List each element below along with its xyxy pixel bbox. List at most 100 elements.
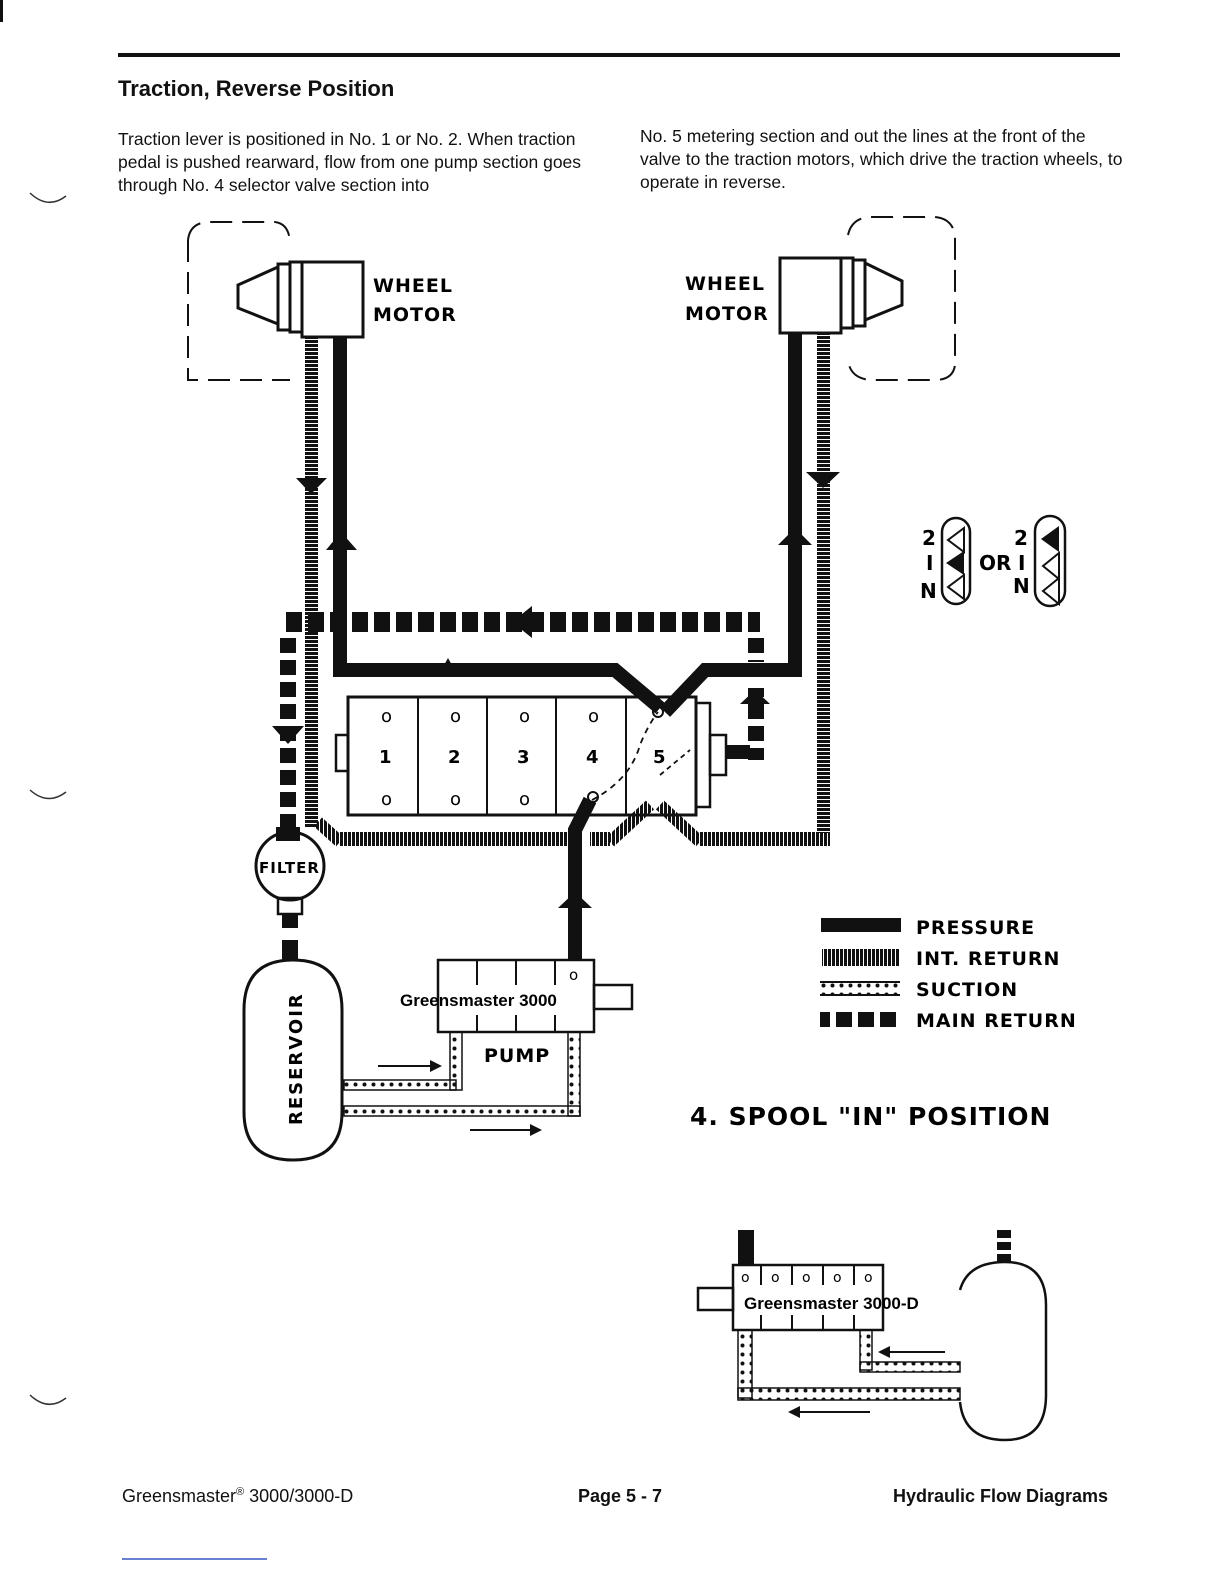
- right-motor-label-2: MOTOR: [685, 303, 769, 325]
- main-return-right-up: [748, 688, 764, 760]
- suction-arrow-2-head: [530, 1124, 542, 1136]
- right-wheel-motor: [778, 256, 904, 335]
- legend-swatch-suction: [820, 980, 900, 994]
- pump-label: PUMP: [484, 1045, 550, 1067]
- pump-pressure-line: [568, 796, 597, 965]
- filter: [254, 827, 326, 960]
- footer-left: Greensmaster® 3000/3000-D: [122, 1486, 353, 1507]
- header-rule: [118, 53, 1120, 57]
- edge-mark: [0, 0, 3, 22]
- valve-top-mark-1: o: [381, 706, 392, 727]
- left-wheel-outline-top: [187, 221, 291, 246]
- arrow-up-pump-pressure: [558, 892, 592, 908]
- left-wheel-outline: [187, 240, 290, 381]
- inset-mark-2: o: [771, 1270, 780, 1286]
- valve-section-2: 2: [448, 747, 461, 768]
- right-wheel-outline: [847, 216, 956, 381]
- int-return-bottom-mid: [590, 832, 610, 846]
- control-valve: [334, 695, 728, 817]
- left-pressure-line: [333, 337, 665, 714]
- internal-flow-path-2: [659, 749, 691, 776]
- legend-swatch-int-return: [822, 949, 900, 966]
- footer-page-number: Page 5 - 7: [578, 1486, 663, 1506]
- arrow-left-main-return: [512, 606, 532, 638]
- lever-position-right: [1033, 514, 1067, 608]
- valve-port-out: [652, 706, 664, 718]
- right-int-return-line: [817, 333, 830, 833]
- pump-port-mark: o: [569, 966, 578, 984]
- page-title: Traction, Reverse Position: [118, 76, 395, 101]
- valve-bottom-mark-3: o: [519, 789, 530, 810]
- left-int-return-line: [305, 337, 318, 827]
- left-motor-label-2: MOTOR: [373, 304, 457, 326]
- inset-brand-label: Greensmaster 3000-D: [744, 1294, 919, 1313]
- lever-right-top: 2: [1014, 526, 1028, 550]
- inset-mark-1: o: [741, 1270, 750, 1286]
- footer-brand: Greensmaster: [122, 1486, 237, 1506]
- left-wheel-motor: [236, 260, 365, 339]
- suction-line-1-riser: [449, 1029, 463, 1091]
- margin-curl-2: [29, 789, 67, 800]
- legend-label-int-return: INT. RETURN: [916, 948, 1060, 970]
- legend-label-main-return: MAIN RETURN: [916, 1010, 1077, 1032]
- footer-reg-mark: ®: [236, 1486, 245, 1498]
- int-return-bottom-right: [700, 832, 830, 846]
- inset-mark-3: o: [802, 1270, 811, 1286]
- main-return-right-drop: [748, 632, 764, 662]
- footer-section-title: Hydraulic Flow Diagrams: [893, 1486, 1109, 1506]
- lever-left-mid: I: [926, 551, 933, 575]
- inset-mark-4: o: [833, 1270, 842, 1286]
- arrow-down-main-return-left: [272, 726, 304, 744]
- inset-mark-5: o: [864, 1270, 873, 1286]
- footer-model: 3000/3000-D: [244, 1486, 354, 1506]
- lever-right-bottom: N: [1013, 574, 1030, 598]
- arrow-down-right-return: [806, 472, 840, 488]
- legend-label-pressure: PRESSURE: [916, 917, 1035, 939]
- arrow-up-left-pressure: [326, 532, 357, 550]
- lever-left-bottom: N: [920, 579, 937, 603]
- valve-top-mark-2: o: [450, 706, 461, 727]
- suction-arrow-1-head: [430, 1060, 442, 1072]
- body-text-left: Traction lever is positioned in No. 1 or…: [118, 129, 582, 195]
- right-motor-label-1: WHEEL: [685, 273, 765, 295]
- valve-top-mark-3: o: [519, 706, 530, 727]
- valve-section-4: 4: [586, 747, 599, 768]
- reservoir: [242, 958, 344, 1162]
- left-motor-label-1: WHEEL: [373, 275, 453, 297]
- suction-line-2-riser: [567, 1029, 581, 1117]
- int-return-diag-right: [655, 800, 705, 847]
- spool-caption: 4. SPOOL "IN" POSITION: [690, 1102, 1051, 1131]
- main-return-valve-stub: [725, 745, 750, 759]
- lever-left-top: 2: [922, 526, 936, 550]
- valve-section-1: 1: [379, 747, 392, 768]
- lever-position-left: [940, 516, 972, 606]
- valve-top-mark-4: o: [588, 706, 599, 727]
- right-pressure-line: [659, 333, 802, 717]
- suction-line-2: [343, 1105, 581, 1117]
- bottom-accent-line: [122, 1558, 267, 1560]
- legend-swatch-pressure: [821, 918, 901, 932]
- arrow-left-pressure: [438, 658, 458, 676]
- filter-label: FILTER: [259, 859, 320, 877]
- int-return-diag-left: [313, 817, 345, 847]
- int-return-diag-mid: [605, 800, 655, 847]
- valve-bottom-mark-2: o: [450, 789, 461, 810]
- int-return-bottom-left: [340, 832, 570, 846]
- lever-right-mid: I: [1018, 551, 1025, 575]
- body-text-right: No. 5 metering section and out the lines…: [640, 126, 1123, 192]
- inset-diagram: [696, 1230, 1048, 1442]
- arrow-down-left-return: [296, 478, 327, 494]
- legend: [820, 918, 901, 1027]
- arrow-up-right-pressure: [778, 528, 812, 545]
- pump-brand-label: Greensmaster 3000: [400, 991, 557, 1010]
- reservoir-label: RESERVOIR: [286, 992, 307, 1125]
- pump: [436, 958, 634, 1034]
- valve-section-5: 5: [653, 747, 666, 768]
- internal-flow-path: [591, 711, 659, 801]
- legend-swatch-main-return: [820, 1012, 900, 1027]
- lever-or-label: OR: [979, 551, 1011, 575]
- valve-section-3: 3: [517, 747, 530, 768]
- legend-label-suction: SUCTION: [916, 979, 1018, 1001]
- suction-line-1: [343, 1079, 457, 1091]
